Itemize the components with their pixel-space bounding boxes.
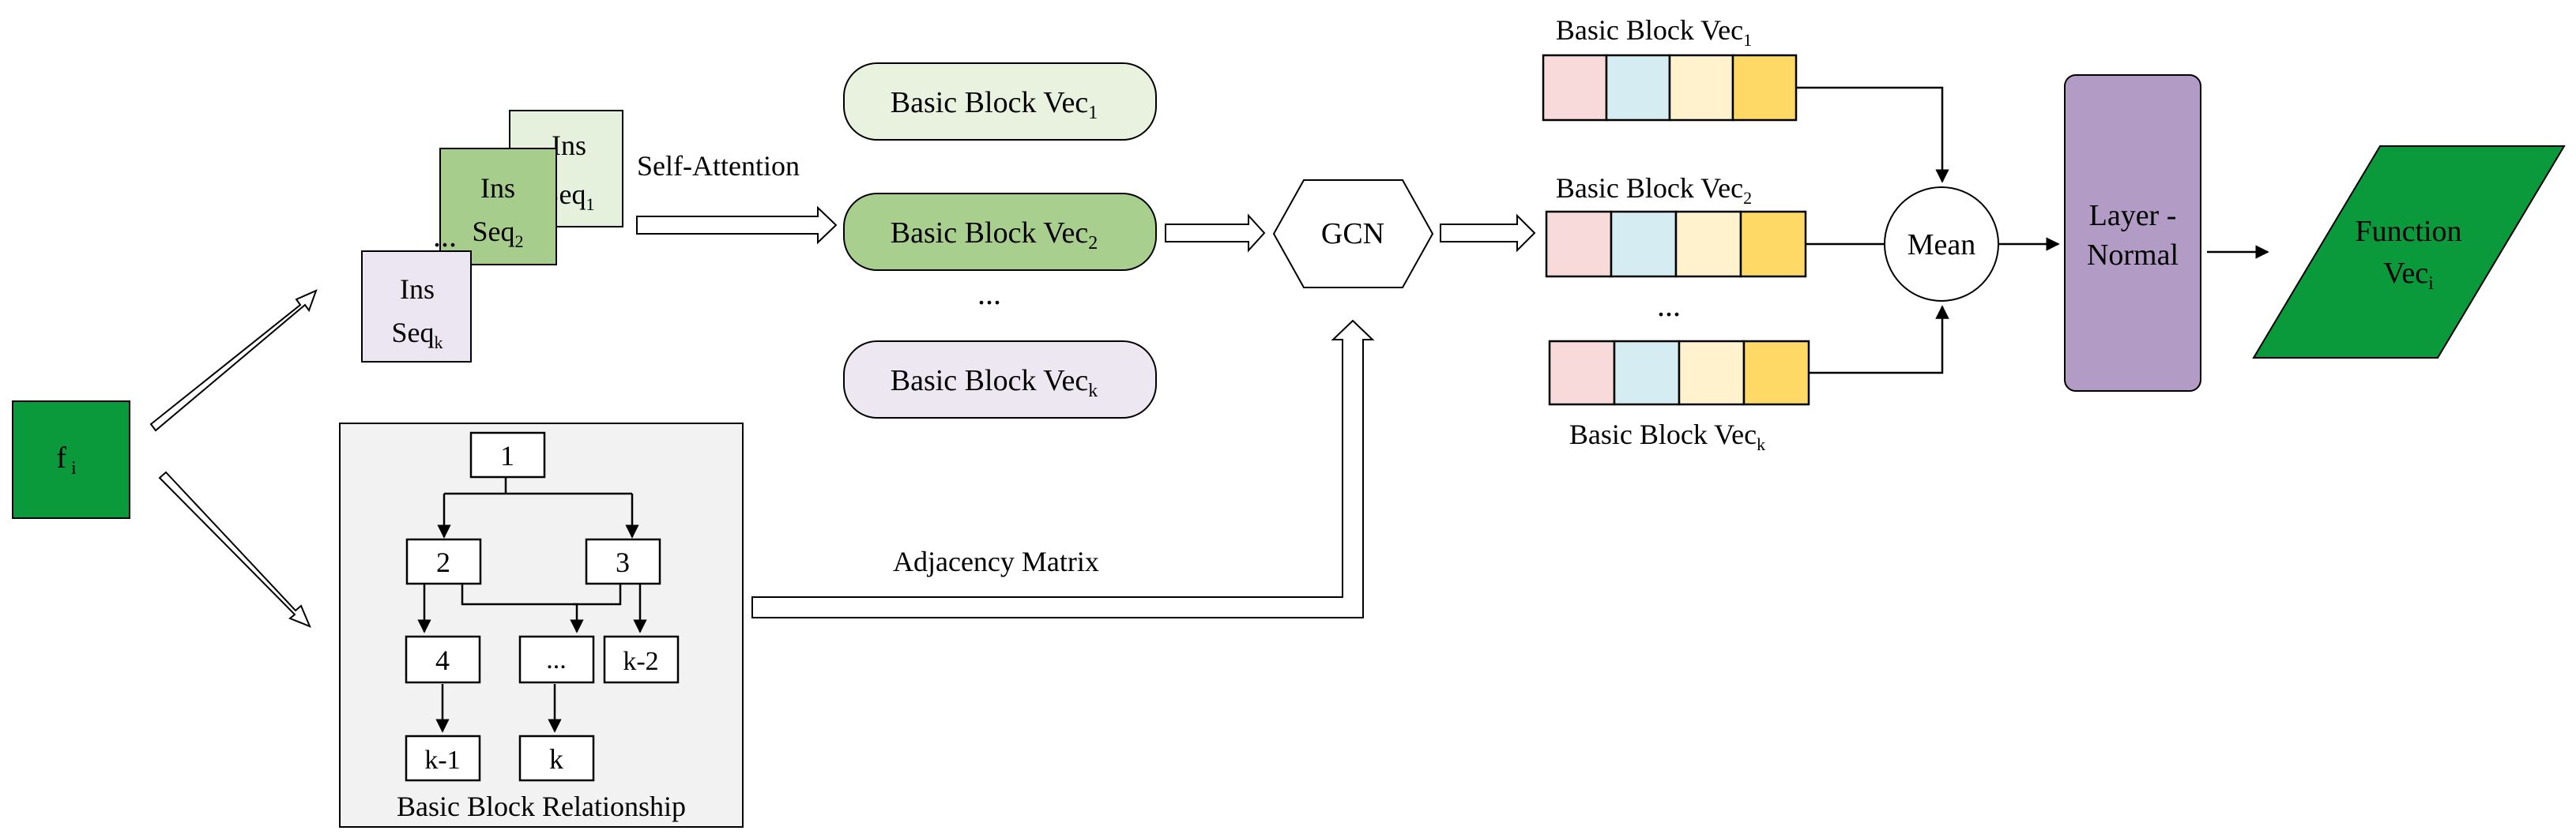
bb-vec-pill-2-subscript: 2	[1088, 233, 1098, 254]
function-vec-line2: Vec	[2383, 257, 2428, 290]
out-vec-2	[1545, 210, 1807, 278]
bb-vec-pill-k-text: Basic Block Vec	[891, 364, 1088, 397]
rel-node-4: 4	[405, 635, 481, 684]
function-vec-subscript: i	[2428, 273, 2434, 294]
svg-text:Seqk: Seqk	[392, 317, 443, 352]
svg-text:Basic Block Vec1: Basic Block Vec1	[891, 86, 1098, 123]
relationship-panel: 1 2 3 4 ... k-2 k-1 k Basic Bl	[339, 423, 744, 828]
ins-seq-k-line2: Seq	[392, 317, 435, 348]
ins-seq-2-line1: Ins	[480, 172, 515, 204]
hollow-arrow-to-relationship	[158, 471, 311, 628]
gcn-node: GCN	[1272, 179, 1434, 288]
svg-text:Seq2: Seq2	[473, 216, 524, 251]
ins-seq-1-line1: Ins	[552, 130, 586, 161]
out-vec-2-text: Basic Block Vec	[1556, 172, 1743, 204]
svg-text:Basic Block Vec2: Basic Block Vec2	[891, 216, 1098, 254]
bb-vec-pill-1-text: Basic Block Vec	[891, 86, 1088, 119]
hollow-arrow-to-ins-seq	[149, 289, 318, 432]
out-vec-1-subscript: 1	[1743, 30, 1752, 50]
layer-normal-line2: Normal	[2087, 239, 2179, 272]
out-vec-k	[1548, 340, 1810, 406]
ins-seq-1-subscript: 1	[586, 194, 595, 214]
rel-node-1-label: 1	[500, 440, 514, 472]
out-vec-1	[1542, 54, 1798, 122]
layer-normal-node: Layer - Normal	[2064, 74, 2201, 392]
ins-seq-2: Ins Seq2	[439, 148, 557, 265]
rel-node-3-label: 3	[616, 547, 630, 578]
rel-node-2: 2	[405, 538, 482, 585]
hollow-arrow-gcn-output	[1440, 213, 1536, 253]
rel-node-k-2-label: k-2	[623, 647, 658, 676]
input-subscript: i	[71, 458, 77, 479]
ins-seq-k: Ins Seqk	[361, 250, 472, 363]
gcn-label: GCN	[1321, 217, 1384, 250]
out-vec-2-subscript: 2	[1743, 188, 1752, 208]
rel-node-k-1-label: k-1	[424, 746, 460, 775]
ins-seq-ellipsis: ...	[433, 218, 457, 254]
rel-node-k-1: k-1	[405, 735, 481, 782]
self-attention-label: Self-Attention	[637, 150, 800, 182]
ins-seq-k-subscript: k	[435, 333, 443, 352]
layer-normal-line1: Layer -	[2089, 199, 2177, 232]
svg-text:Veci: Veci	[2383, 257, 2434, 294]
svg-text:Basic Block Veck: Basic Block Veck	[891, 364, 1098, 401]
rel-node-3: 3	[585, 538, 661, 585]
svg-text:Basic Block Vec2: Basic Block Vec2	[1556, 172, 1752, 208]
out-vec-k-subscript: k	[1757, 434, 1765, 454]
adjacency-label: Adjacency Matrix	[893, 546, 1099, 577]
function-vec-line1: Function	[2355, 215, 2461, 248]
ins-seq-2-subscript: 2	[515, 231, 524, 251]
pill-ellipsis: ...	[977, 276, 1001, 311]
bb-vec-pill-1-subscript: 1	[1088, 103, 1098, 123]
ins-seq-k-line1: Ins	[400, 273, 435, 305]
output-ellipsis: ...	[1657, 287, 1681, 323]
mean-label: Mean	[1908, 228, 1976, 261]
svg-text:Basic Block Vec1: Basic Block Vec1	[1556, 14, 1752, 50]
relationship-caption: Basic Block Relationship	[397, 791, 686, 822]
hollow-arrow-to-gcn	[1165, 213, 1266, 253]
rel-node-k: k	[518, 735, 595, 782]
out-vec-k-text: Basic Block Vec	[1569, 419, 1757, 450]
rel-node-ellipsis: ...	[518, 635, 595, 684]
bb-vec-pill-k: Basic Block Veck	[843, 340, 1157, 419]
hollow-arrow-self-attention	[636, 205, 838, 245]
rel-node-4-label: 4	[435, 644, 450, 676]
rel-node-1: 1	[469, 431, 546, 479]
rel-node-ellipsis-label: ...	[546, 645, 567, 675]
svg-text:Basic Block Veck: Basic Block Veck	[1569, 419, 1765, 454]
input-label: f	[56, 442, 66, 475]
rel-node-k-2: k-2	[603, 635, 680, 684]
bb-vec-pill-1: Basic Block Vec1	[843, 62, 1157, 141]
bb-vec-pill-2: Basic Block Vec2	[843, 193, 1157, 271]
svg-text:fi: fi	[56, 442, 77, 479]
mean-connectors	[1796, 86, 1949, 374]
out-vec-1-text: Basic Block Vec	[1556, 14, 1743, 46]
bb-vec-pill-k-subscript: k	[1088, 381, 1098, 401]
hollow-arrow-adjacency	[751, 319, 1375, 618]
function-vec-node: Function Veci	[2252, 145, 2566, 359]
bb-vec-pill-2-text: Basic Block Vec	[891, 216, 1088, 250]
rel-node-2-label: 2	[436, 547, 450, 578]
ins-seq-2-line2: Seq	[473, 216, 515, 247]
rel-node-k-label: k	[549, 743, 563, 775]
mean-node: Mean	[1884, 186, 1999, 302]
